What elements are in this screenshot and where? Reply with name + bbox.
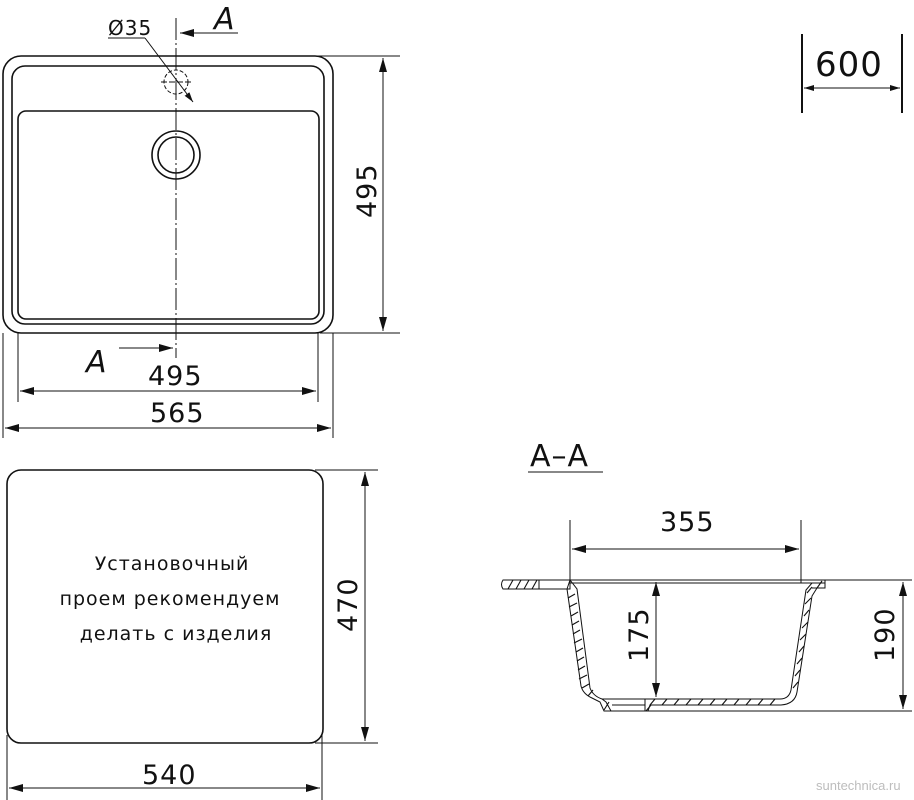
drain-inner [157, 136, 195, 174]
outer-width-565-label: 565 [150, 398, 205, 429]
section-marker-bottom: A [84, 345, 107, 380]
drain-outer [151, 130, 201, 180]
cabinet-600-label: 600 [815, 45, 883, 85]
cutout-view: Установочный проем рекомендуем делать с … [6, 469, 378, 800]
note-line-2: проем рекомендуем [60, 588, 281, 610]
top-view: Ø35 A A 495 495 565 [2, 2, 400, 438]
section-view: A–A 355 [501, 439, 912, 712]
height-495-label: 495 [352, 163, 383, 218]
cabinet-size: 600 [801, 34, 903, 113]
section-title: A–A [530, 439, 589, 474]
cutout-width-540-label: 540 [142, 760, 197, 791]
section-marker-top: A [212, 2, 235, 37]
sink-bowl [17, 110, 320, 320]
sink-inner-rim [11, 65, 325, 325]
sink-outer-rim [2, 55, 334, 334]
top-width-355-label: 355 [660, 507, 715, 538]
bowl-depth-175-label: 175 [624, 607, 655, 662]
inner-width-495-label: 495 [148, 361, 203, 392]
watermark: suntechnica.ru [816, 778, 901, 793]
note-line-1: Установочный [95, 553, 250, 575]
cutout-outline [6, 469, 324, 744]
total-depth-190-label: 190 [870, 607, 901, 662]
left-flange [501, 579, 571, 590]
left-wall [566, 578, 612, 712]
note-line-3: делать с изделия [80, 623, 273, 645]
hole-diameter-label: Ø35 [108, 16, 152, 40]
cutout-height-470-label: 470 [333, 577, 364, 632]
